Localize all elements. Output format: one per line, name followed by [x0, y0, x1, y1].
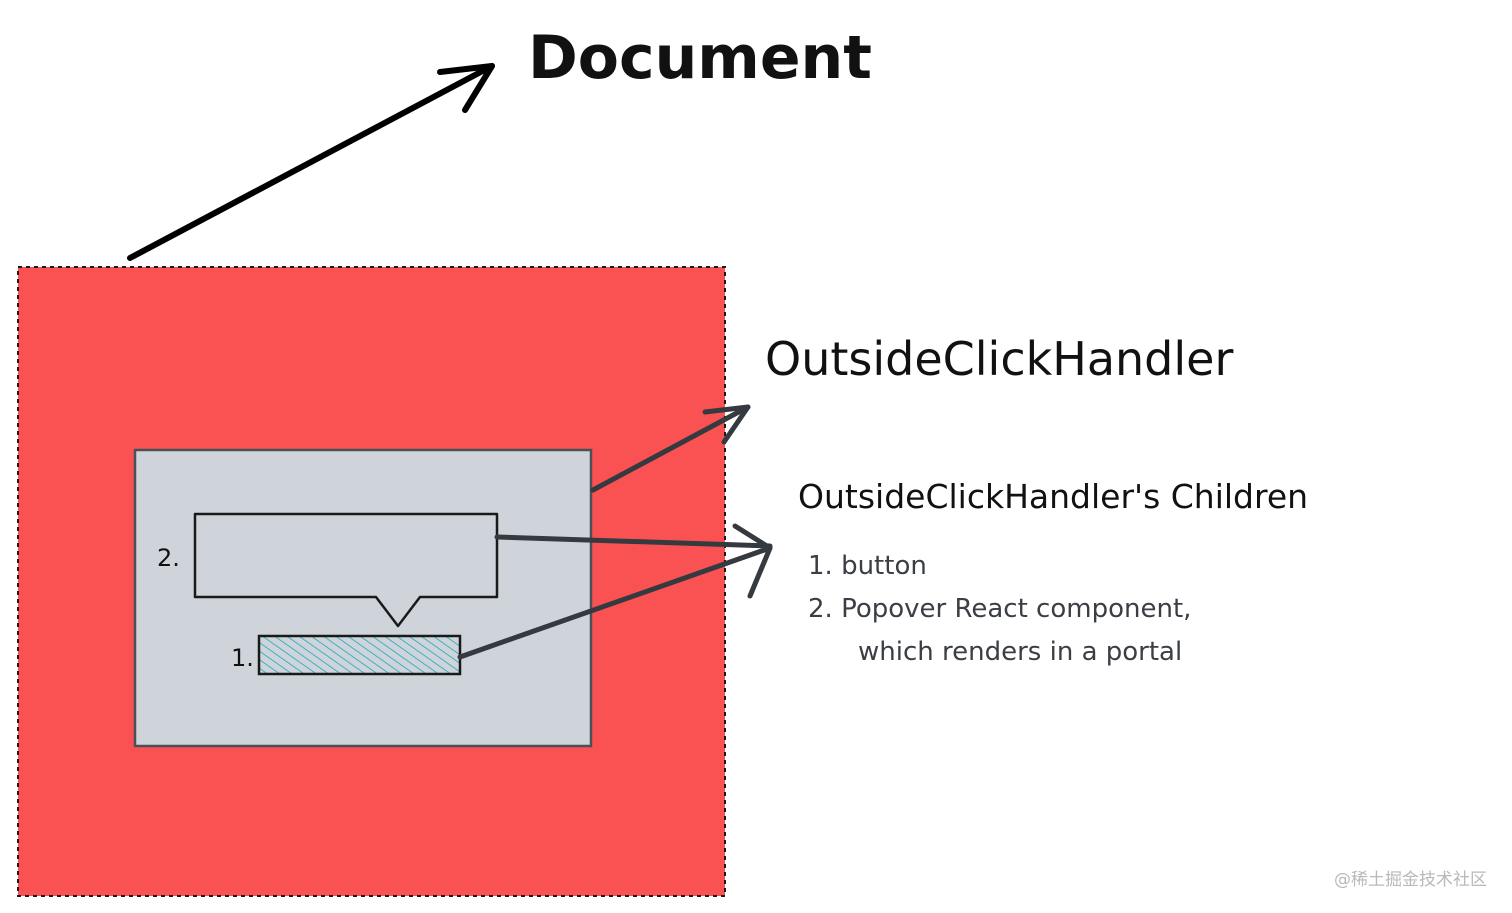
watermark: @稀土掘金技术社区: [1334, 870, 1487, 890]
children-title: OutsideClickHandler's Children: [798, 477, 1308, 516]
child-item-button: 1. button: [808, 551, 927, 581]
child-item-popover-line1: 2. Popover React component,: [808, 594, 1191, 624]
popover-arrow: [494, 534, 773, 549]
document-label: Document: [528, 23, 872, 93]
document-arrow: [127, 63, 495, 261]
child-item-popover-line2: which renders in a portal: [858, 637, 1182, 667]
button-marker: 1.: [231, 644, 254, 672]
button-box: [257, 634, 462, 676]
handler-label: OutsideClickHandler: [765, 332, 1233, 386]
popover-shape: [193, 512, 499, 628]
popover-marker: 2.: [157, 544, 180, 572]
button-arrow: [457, 523, 773, 660]
handler-arrow: [590, 404, 751, 493]
